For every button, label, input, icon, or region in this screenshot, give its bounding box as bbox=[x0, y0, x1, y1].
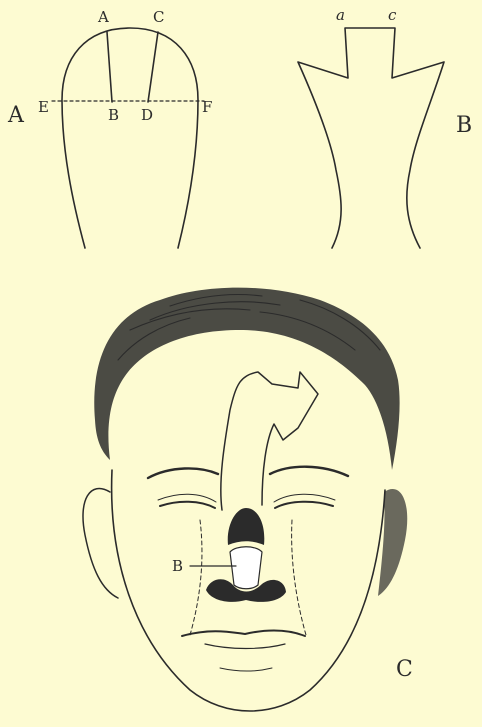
figure-c: B C bbox=[83, 288, 413, 711]
point-label-f: F bbox=[202, 98, 212, 116]
cheek-line-right bbox=[292, 520, 306, 635]
eye-right bbox=[275, 502, 333, 508]
forehead-flap-outline bbox=[221, 372, 318, 510]
cheek-line-left bbox=[190, 520, 202, 635]
figure-a: A A C E B D F bbox=[7, 8, 212, 248]
figure-b-panel-label: B bbox=[456, 113, 472, 138]
figure-c-panel-label: C bbox=[396, 657, 413, 682]
nose-graft bbox=[230, 547, 262, 589]
lower-lip bbox=[205, 644, 285, 649]
point-label-a: A bbox=[97, 8, 109, 26]
mouth bbox=[182, 631, 305, 637]
point-label-e: E bbox=[38, 98, 49, 116]
point-label-d: D bbox=[141, 106, 153, 124]
point-label-b: B bbox=[108, 106, 119, 124]
figure-a-outline bbox=[62, 28, 198, 248]
eye-left bbox=[160, 502, 215, 508]
figure-b: B a c bbox=[298, 6, 472, 248]
figure-a-incision-left bbox=[107, 32, 112, 102]
hair bbox=[94, 288, 399, 470]
chin-line bbox=[220, 668, 272, 671]
figure-b-outline bbox=[298, 28, 444, 248]
point-label-c-lower: c bbox=[388, 6, 397, 24]
point-label-a-lower: a bbox=[336, 6, 345, 24]
eyebrow-right bbox=[270, 467, 348, 476]
point-label-c: C bbox=[153, 8, 164, 26]
pointer-label-b: B bbox=[172, 557, 183, 575]
ear-right-shading bbox=[378, 489, 407, 596]
figure-a-panel-label: A bbox=[7, 103, 25, 128]
eyebrow-left bbox=[148, 468, 218, 478]
figure-a-incision-right bbox=[148, 32, 158, 102]
nose-tip-dark bbox=[228, 508, 265, 545]
face-outline bbox=[112, 470, 385, 711]
